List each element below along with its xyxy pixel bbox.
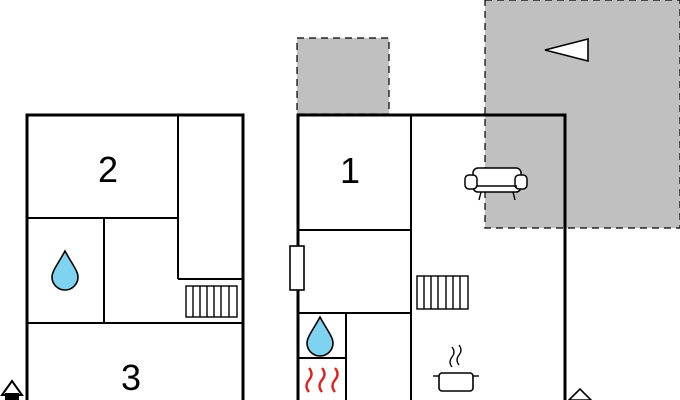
terrace-small <box>296 37 390 115</box>
house-icon <box>0 379 24 400</box>
building-left <box>25 113 245 400</box>
cooking-pot-icon <box>433 344 479 392</box>
direction-arrow-icon <box>544 37 589 63</box>
room-number-3: 3 <box>121 357 141 398</box>
stairs-icon <box>185 285 238 318</box>
water-drop-icon <box>51 249 79 291</box>
room-number-2: 2 <box>98 149 118 190</box>
sofa-icon <box>464 167 528 201</box>
house-icon <box>567 387 593 400</box>
water-drop-icon <box>306 315 334 357</box>
heater-icon <box>305 367 339 393</box>
building-left-outline <box>25 113 245 400</box>
stairs-icon <box>416 275 469 310</box>
building-right <box>296 113 567 400</box>
window <box>289 245 305 291</box>
room-number-1: 1 <box>340 150 360 191</box>
